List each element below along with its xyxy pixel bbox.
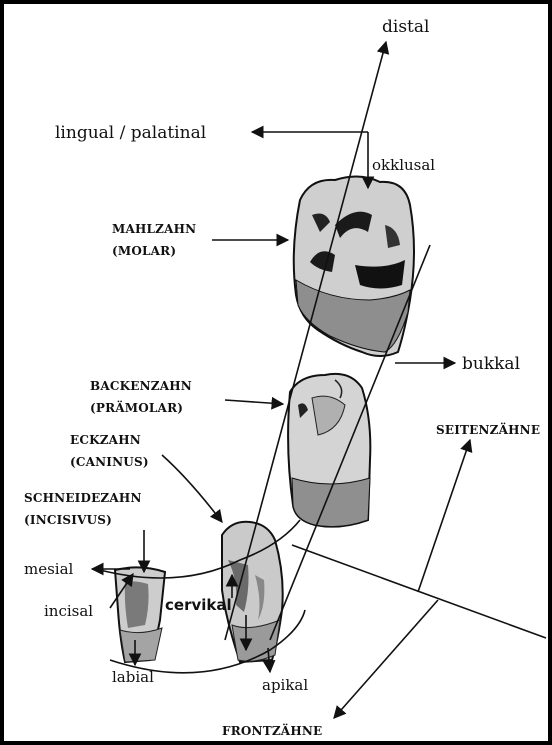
label-bukkal: bukkal <box>462 354 520 374</box>
frontzaehne-arrow <box>334 600 438 718</box>
label-schneidezahn: SCHNEIDEZAHN <box>24 491 142 505</box>
label-distal: distal <box>382 17 429 37</box>
label-labial: labial <box>112 668 154 686</box>
label-backenzahn: BACKENZAHN <box>90 379 192 393</box>
label-caninus: (CANINUS) <box>70 455 149 469</box>
label-seitenzaehne: SEITENZÄHNE <box>436 422 540 437</box>
label-lingual-palatinal: lingual / palatinal <box>55 123 206 143</box>
premolar-tooth <box>288 374 370 527</box>
label-apikal: apikal <box>262 676 308 694</box>
label-frontzaehne: FRONTZÄHNE <box>222 723 322 738</box>
label-cervikal: cervikal <box>165 596 232 614</box>
label-mesial: mesial <box>24 560 74 578</box>
seitenzaehne-arrow <box>418 440 470 592</box>
canine-pointer <box>162 455 222 522</box>
label-okklusal: okklusal <box>372 156 435 174</box>
label-molar: (MOLAR) <box>112 244 176 258</box>
label-incisivus: (INCISIVUS) <box>24 513 112 527</box>
premolar-pointer <box>225 400 283 404</box>
label-mahlzahn: MAHLZAHN <box>112 222 196 236</box>
label-eckzahn: ECKZAHN <box>70 433 141 447</box>
label-incisal: incisal <box>44 602 93 620</box>
incisor-tooth <box>115 567 165 662</box>
label-praemolar: (PRÄMOLAR) <box>90 400 183 415</box>
